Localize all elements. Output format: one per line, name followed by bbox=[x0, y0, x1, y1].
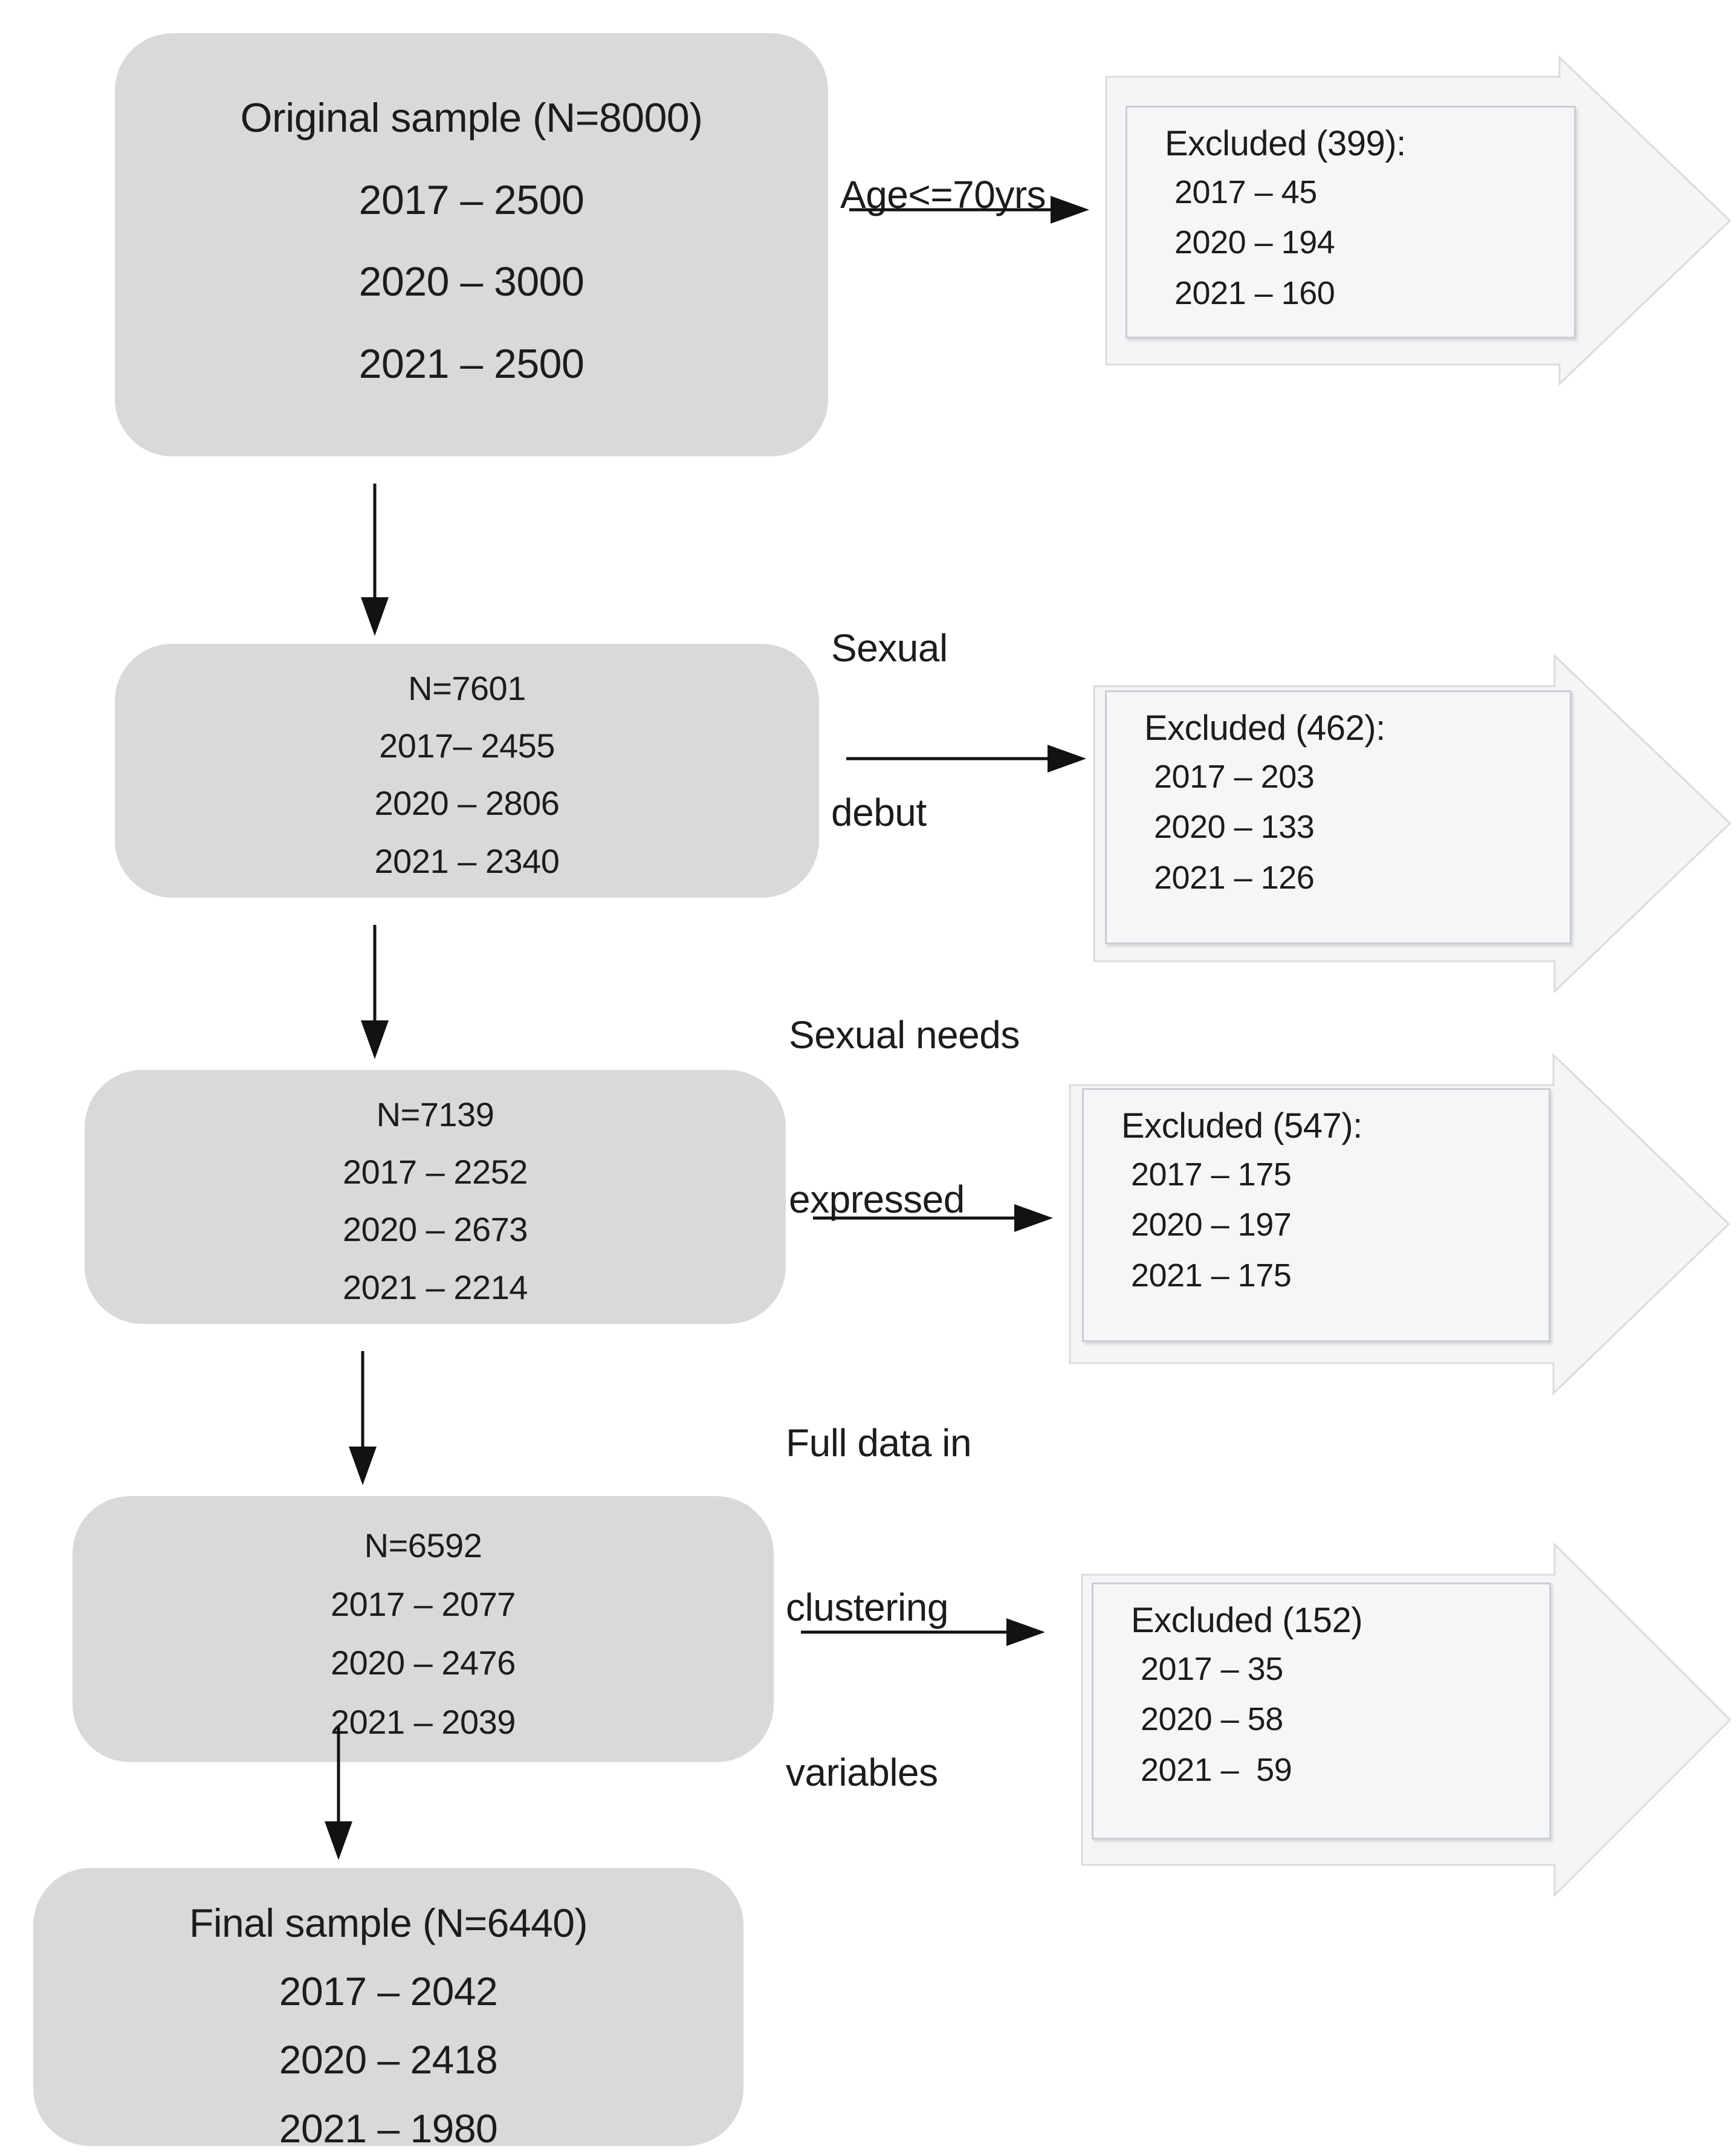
criterion-line: clustering bbox=[786, 1586, 948, 1630]
box-year-line: 2017 – 2500 bbox=[358, 177, 585, 223]
criterion-line: Full data in bbox=[786, 1421, 972, 1465]
box-year-line: 2017 – 2042 bbox=[279, 1969, 498, 2014]
flow-box-n7139: N=7139 2017 – 2252 2020 – 2673 2021 – 22… bbox=[85, 1070, 786, 1324]
box-title: Original sample (N=8000) bbox=[240, 95, 703, 141]
box-title: N=7139 bbox=[376, 1095, 494, 1133]
excluded-heading: Excluded (547): bbox=[1121, 1106, 1362, 1146]
excluded-year-line: 2020 – 194 bbox=[1174, 224, 1335, 261]
flow-box-n7601: N=7601 2017– 2455 2020 – 2806 2021 – 234… bbox=[115, 644, 819, 898]
flow-box-n6592: N=6592 2017 – 2077 2020 – 2476 2021 – 20… bbox=[73, 1496, 774, 1762]
box-year-line: 2021 – 2214 bbox=[343, 1268, 528, 1306]
box-year-line: 2017 – 2252 bbox=[343, 1153, 528, 1191]
excluded-year-line: 2017 – 45 bbox=[1174, 173, 1317, 210]
excluded-year-line: 2021 – 175 bbox=[1131, 1257, 1292, 1294]
box-title: N=7601 bbox=[408, 669, 526, 707]
criterion-label-sexual-needs: Sexual needs expressed bbox=[789, 898, 1020, 1337]
box-year-line: 2020 – 2418 bbox=[279, 2037, 498, 2082]
box-year-line: 2020 – 2806 bbox=[374, 784, 560, 823]
box-year-line: 2017 – 2077 bbox=[331, 1585, 516, 1624]
criterion-line: debut bbox=[831, 791, 927, 835]
excluded-year-line: 2017 – 35 bbox=[1141, 1650, 1283, 1687]
box-year-line: 2017– 2455 bbox=[379, 727, 555, 765]
excluded-year-line: 2021 – 59 bbox=[1141, 1751, 1292, 1788]
box-title: N=6592 bbox=[364, 1526, 482, 1564]
criterion-label-age: Age<=70yrs bbox=[840, 57, 1046, 332]
box-year-line: 2020 – 3000 bbox=[358, 259, 585, 305]
excluded-year-line: 2017 – 203 bbox=[1154, 758, 1315, 795]
excluded-box-age: Excluded (399): 2017 – 45 2020 – 194 202… bbox=[1125, 106, 1576, 339]
criterion-line: variables bbox=[786, 1751, 938, 1794]
excluded-year-line: 2020 – 58 bbox=[1141, 1701, 1283, 1738]
criterion-line: expressed bbox=[789, 1178, 965, 1222]
box-year-line: 2021 – 2500 bbox=[358, 340, 585, 387]
excluded-heading: Excluded (152) bbox=[1131, 1601, 1363, 1640]
criterion-label-full-data: Full data in clustering variables bbox=[786, 1306, 972, 1910]
box-year-line: 2021 – 2340 bbox=[374, 841, 560, 880]
box-year-line: 2020 – 2476 bbox=[331, 1644, 516, 1682]
box-title: Final sample (N=6440) bbox=[189, 1901, 588, 1945]
excluded-year-line: 2021 – 126 bbox=[1154, 859, 1315, 896]
flow-box-final-sample: Final sample (N=6440) 2017 – 2042 2020 –… bbox=[33, 1868, 743, 2151]
criterion-line: Sexual needs bbox=[789, 1013, 1020, 1057]
box-year-line: 2021 – 2039 bbox=[331, 1702, 516, 1741]
excluded-box-sexual-needs: Excluded (547): 2017 – 175 2020 – 197 20… bbox=[1082, 1088, 1550, 1342]
flow-box-original-sample: Original sample (N=8000) 2017 – 2500 202… bbox=[115, 33, 828, 456]
criterion-label-sexual-debut: Sexual debut bbox=[831, 511, 948, 950]
excluded-box-full-data: Excluded (152) 2017 – 35 2020 – 58 2021 … bbox=[1092, 1583, 1551, 1839]
box-year-line: 2020 – 2673 bbox=[343, 1210, 528, 1249]
excluded-year-line: 2021 – 160 bbox=[1174, 274, 1335, 311]
excluded-heading: Excluded (399): bbox=[1165, 124, 1406, 163]
criterion-line: Sexual bbox=[831, 626, 948, 670]
criterion-line: Age<=70yrs bbox=[840, 172, 1046, 216]
excluded-box-sexual-debut: Excluded (462): 2017 – 203 2020 – 133 20… bbox=[1105, 690, 1572, 944]
box-year-line: 2021 – 1980 bbox=[279, 2105, 498, 2151]
excluded-year-line: 2017 – 175 bbox=[1131, 1156, 1292, 1193]
excluded-heading: Excluded (462): bbox=[1144, 708, 1385, 748]
excluded-year-line: 2020 – 133 bbox=[1154, 809, 1315, 846]
excluded-year-line: 2020 – 197 bbox=[1131, 1207, 1292, 1243]
